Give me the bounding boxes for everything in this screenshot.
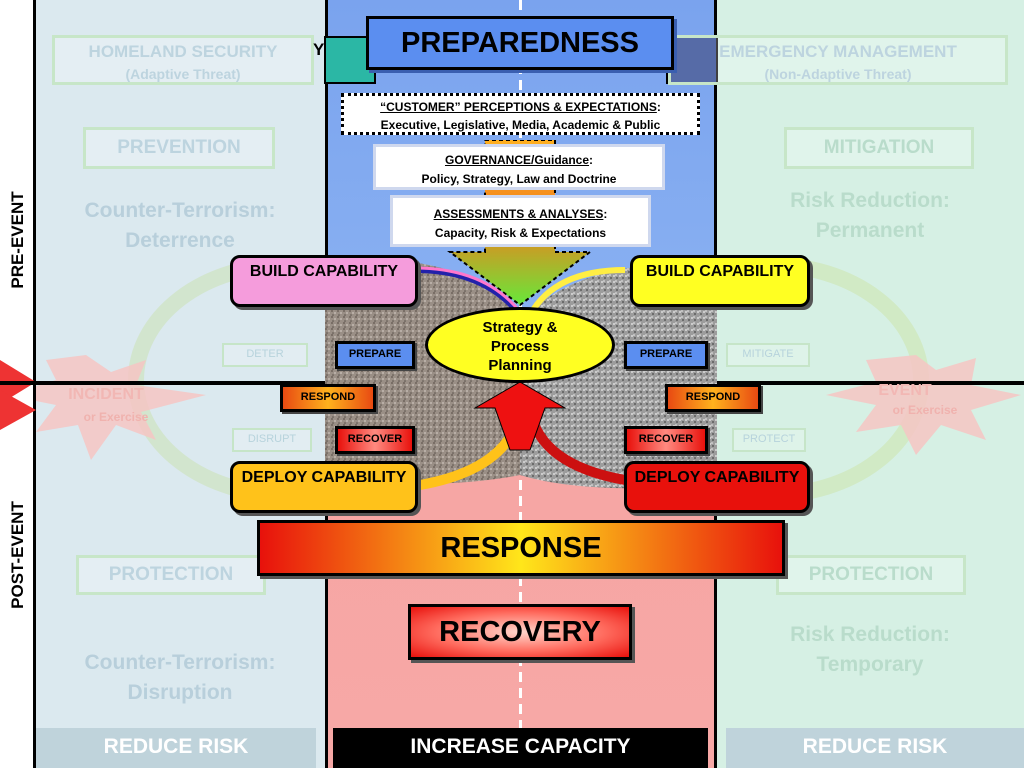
assessments-title: ASSESSMENTS & ANALYSES	[433, 207, 604, 221]
risk-reduction-permanent: Risk Reduction: Permanent	[790, 189, 950, 242]
build-capability-right: BUILD CAPABILITY	[630, 255, 810, 307]
homeland-security-letter: Y	[313, 40, 325, 59]
customer-perceptions-title: “CUSTOMER” PERCEPTIONS & EXPECTATIONS	[380, 100, 657, 114]
respond-right: RESPOND	[665, 384, 761, 412]
event-marker-icon	[0, 360, 36, 430]
customer-perceptions-box: “CUSTOMER” PERCEPTIONS & EXPECTATIONS: E…	[341, 93, 700, 135]
assessments-subtitle: Capacity, Risk & Expectations	[434, 226, 607, 240]
recover-left: RECOVER	[335, 426, 415, 454]
emergency-management-header: EMERGENCY MANAGEMENT (Non-Adaptive Threa…	[668, 35, 1008, 85]
customer-colon: :	[656, 100, 661, 114]
reduce-risk-left: REDUCE RISK	[36, 728, 316, 768]
response-bar: RESPONSE	[257, 520, 785, 576]
governance-colon: :	[589, 153, 594, 167]
incident-label: INCIDENT	[68, 386, 144, 403]
reduce-risk-right: REDUCE RISK	[726, 728, 1024, 768]
disrupt-label: DISRUPT	[232, 428, 312, 452]
prepare-right: PREPARE	[624, 341, 708, 369]
emergency-management-title: EMERGENCY MANAGEMENT	[719, 42, 957, 61]
counter-terrorism-deterrence: Counter-Terrorism: Deterrence	[84, 199, 276, 252]
deploy-capability-right: DEPLOY CAPABILITY	[624, 461, 810, 513]
counter-terrorism-disruption: Counter-Terrorism: Disruption	[84, 651, 276, 704]
incident-starburst	[36, 355, 206, 460]
emergency-management-subtitle: (Non-Adaptive Threat)	[764, 66, 912, 82]
deploy-capability-left: DEPLOY CAPABILITY	[230, 461, 418, 513]
homeland-security-title: HOMELAND SECURITY	[88, 42, 278, 61]
pre-event-label: PRE-EVENT	[8, 191, 27, 289]
respond-left: RESPOND	[280, 384, 376, 412]
post-event-label: POST-EVENT	[8, 501, 27, 609]
recovery-box: RECOVERY	[408, 604, 632, 660]
homeland-security-header: HOMELAND SECURITY (Adaptive Threat)	[52, 35, 314, 85]
event-starburst	[826, 355, 1021, 455]
governance-subtitle: Policy, Strategy, Law and Doctrine	[421, 172, 617, 186]
protection-box-right: PROTECTION	[776, 555, 966, 595]
governance-title: GOVERNANCE/Guidance	[444, 153, 590, 167]
strategy-process-planning: Strategy & Process Planning	[425, 307, 615, 383]
deter-label: DETER	[222, 343, 308, 367]
event-subtitle: or Exercise	[892, 403, 958, 417]
risk-reduction-temporary: Risk Reduction: Temporary	[790, 623, 950, 676]
recover-right: RECOVER	[624, 426, 708, 454]
protect-label: PROTECT	[732, 428, 806, 452]
protection-box-left: PROTECTION	[76, 555, 266, 595]
increase-capacity-bar: INCREASE CAPACITY	[333, 728, 708, 768]
event-label: EVENT	[878, 382, 932, 399]
mitigate-label: MITIGATE	[726, 343, 810, 367]
prepare-left: PREPARE	[335, 341, 415, 369]
assessments-colon: :	[603, 207, 608, 221]
customer-perceptions-subtitle: Executive, Legislative, Media, Academic …	[380, 118, 661, 132]
build-capability-left: BUILD CAPABILITY	[230, 255, 418, 307]
prevention-box: PREVENTION	[83, 127, 275, 169]
homeland-security-subtitle: (Adaptive Threat)	[125, 66, 241, 82]
preparedness-title: PREPAREDNESS	[366, 16, 674, 70]
assessments-box: ASSESSMENTS & ANALYSES: Capacity, Risk &…	[390, 195, 651, 247]
incident-subtitle: or Exercise	[83, 410, 149, 424]
mitigation-box: MITIGATION	[784, 127, 974, 169]
governance-box: GOVERNANCE/Guidance: Policy, Strategy, L…	[373, 144, 665, 190]
